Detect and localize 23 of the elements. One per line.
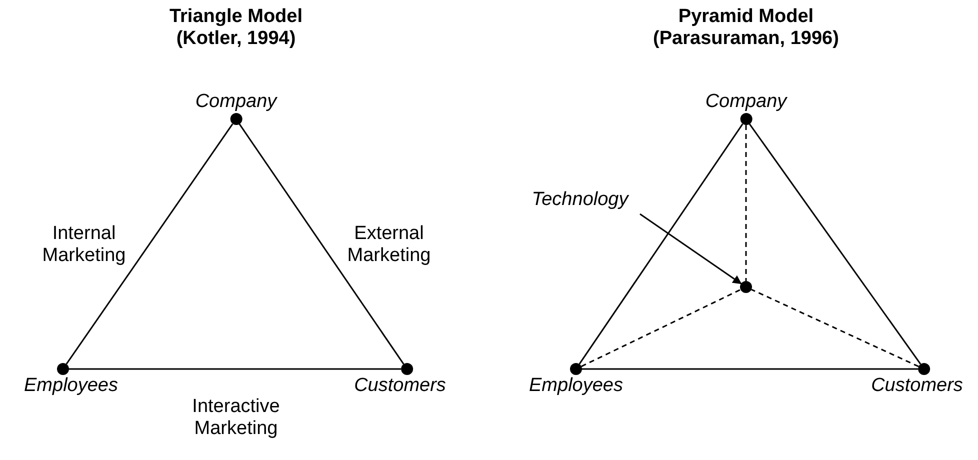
edge-label: External Marketing xyxy=(346,223,432,267)
node-label: Company xyxy=(195,91,277,113)
arrow xyxy=(640,213,742,284)
node-label: Employees xyxy=(24,375,118,397)
line xyxy=(578,124,744,364)
line xyxy=(66,124,234,364)
dashed-line xyxy=(581,288,741,368)
edge-label: Internal Marketing xyxy=(41,223,127,267)
dashed-line xyxy=(745,125,747,281)
line xyxy=(748,123,922,365)
node-label: Customers xyxy=(871,375,963,397)
line xyxy=(69,368,401,370)
dot-marker xyxy=(740,281,752,293)
node-label: Company xyxy=(705,91,787,113)
line xyxy=(582,368,918,370)
node-label: Customers xyxy=(354,375,446,397)
node-label: Technology xyxy=(532,189,628,211)
node-label: Employees xyxy=(529,375,623,397)
model-heading: Triangle Model (Kotler, 1994) xyxy=(168,6,304,50)
line xyxy=(238,124,404,364)
dashed-line xyxy=(751,288,919,368)
edge-label: Interactive Marketing xyxy=(191,396,281,440)
model-heading: Pyramid Model (Parasuraman, 1996) xyxy=(652,6,840,50)
